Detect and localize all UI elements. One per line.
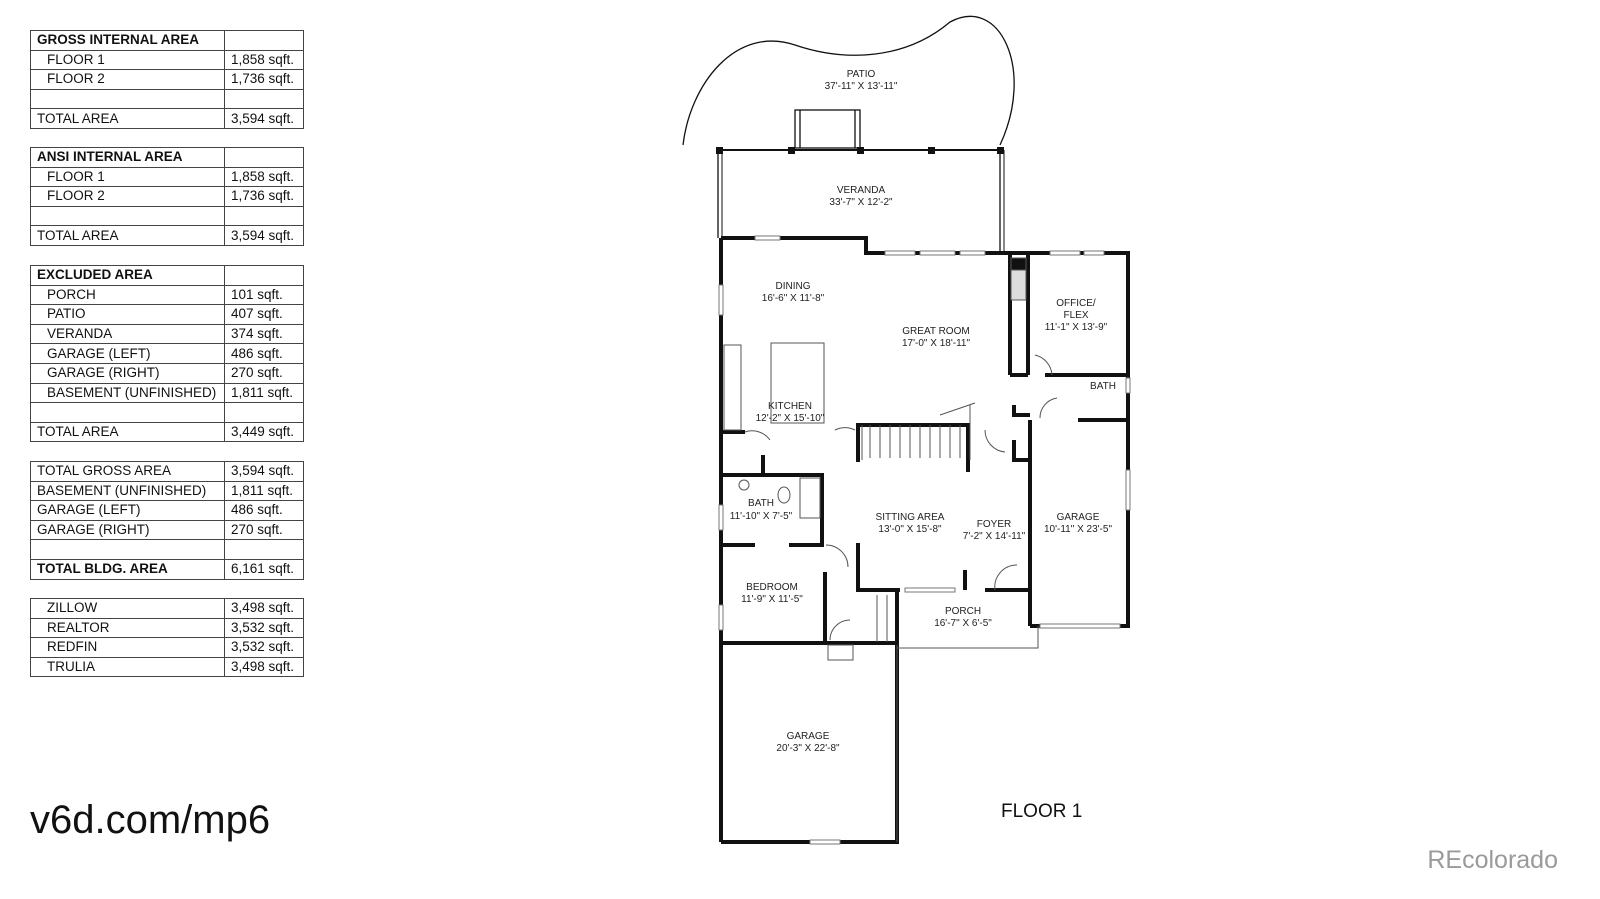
row-value: 486 sqft. (224, 343, 304, 364)
total-value: 6,161 sqft. (224, 558, 304, 580)
total-value: 3,594 sqft. (224, 108, 304, 129)
row-label: VERANDA (30, 323, 225, 345)
room-name: BATH (748, 498, 774, 509)
room-size: 16'-7" X 6'-5" (934, 618, 992, 629)
room-name: VERANDA (837, 185, 886, 196)
brand-watermark: REcolorado (1427, 846, 1558, 874)
room-size: 11'-10" X 7'-5" (730, 511, 793, 522)
room-name: PORCH (945, 606, 981, 617)
row-value: 3,532 sqft. (224, 617, 304, 639)
room-size: 16'-6" X 11'-8" (762, 293, 825, 304)
room-size: 7'-2" X 14'-11" (963, 531, 1026, 542)
room-size: 11'-9" X 11'-5" (741, 594, 803, 605)
row-value: 3,498 sqft. (224, 656, 304, 678)
fixtures (723, 257, 1058, 842)
room-size: 33'-7" X 12'-2" (829, 197, 893, 208)
room-size: 10'-11" X 23'-5" (1044, 524, 1112, 535)
row-value: 3,594 sqft. (224, 461, 304, 482)
row-value: 1,858 sqft. (224, 166, 304, 188)
total-value: 3,594 sqft. (224, 225, 304, 246)
total-label: TOTAL AREA (30, 108, 225, 129)
room-name: BATH (1090, 381, 1116, 392)
room-name: GARAGE (1057, 512, 1100, 523)
room-size: 37'-11" X 13'-11" (825, 81, 898, 92)
row-label: TRULIA (30, 656, 225, 678)
room-size: 20'-3" X 22'-8" (776, 743, 840, 754)
veranda-posts (716, 147, 1004, 154)
room-name: BEDROOM (746, 582, 798, 593)
room-name: FLEX (1063, 310, 1088, 321)
tour-url: v6d.com/mp6 (30, 798, 271, 842)
total-label: TOTAL BLDG. AREA (30, 558, 225, 580)
row-value: 1,811 sqft. (224, 480, 304, 502)
total-label: TOTAL AREA (30, 421, 225, 443)
room-name: GARAGE (787, 731, 830, 742)
floor-label: FLOOR 1 (1001, 801, 1083, 822)
room-size: 11'-1" X 13'-9" (1045, 322, 1108, 333)
room-name: SITTING AREA (876, 512, 945, 523)
windows (718, 235, 1131, 845)
room-size: 13'-0" X 15'-8" (878, 524, 942, 535)
room-name: DINING (776, 281, 811, 292)
patio-outline (682, 15, 1015, 149)
row-value: 407 sqft. (224, 304, 304, 325)
row-label: FLOOR 1 (30, 166, 225, 188)
room-size: 12'-2" X 15'-10" (756, 413, 825, 424)
room-name: GREAT ROOM (902, 326, 969, 337)
room-name: PATIO (847, 69, 876, 80)
table-title: ANSI INTERNAL AREA (30, 147, 225, 168)
row-value: 1,736 sqft. (224, 69, 304, 90)
room-name: KITCHEN (768, 401, 812, 412)
row-label: BASEMENT (UNFINISHED) (30, 480, 225, 502)
row-value: 101 sqft. (224, 284, 304, 306)
room-size: 17'-0" X 18'-11" (902, 338, 970, 349)
room-name: FOYER (977, 519, 1011, 530)
total-value: 3,449 sqft. (224, 421, 304, 443)
room-name: OFFICE/ (1056, 298, 1096, 309)
